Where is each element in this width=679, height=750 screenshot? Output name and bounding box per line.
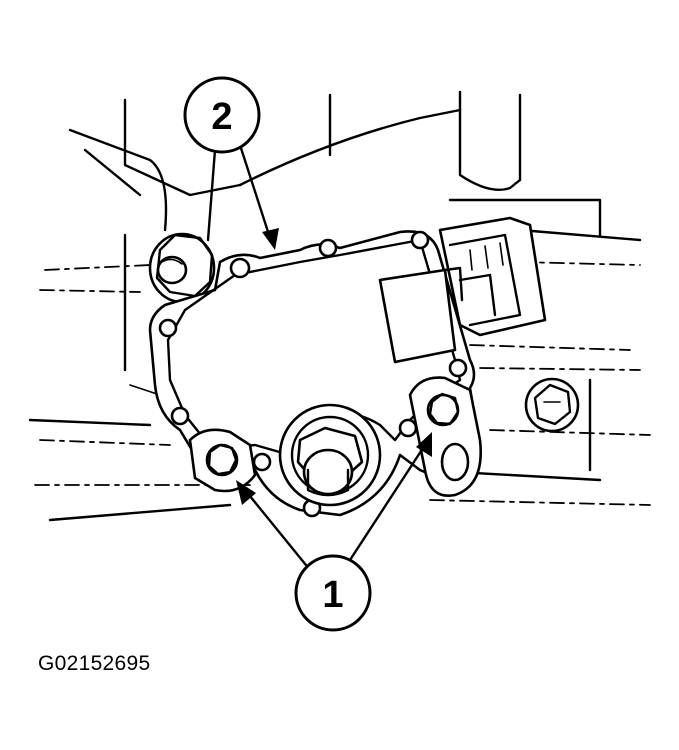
callout-leaders	[206, 143, 432, 572]
callout-2-label: 2	[211, 96, 232, 138]
callout-1-label: 1	[322, 574, 343, 616]
background-bolt	[524, 377, 580, 433]
lower-left-bolt	[188, 428, 257, 493]
transmission-case	[28, 90, 651, 522]
callout-1: 1	[294, 554, 372, 632]
electrical-connector	[378, 216, 547, 364]
manual-shaft	[278, 403, 382, 507]
right-bolt	[408, 376, 482, 497]
upper-left-bolt	[148, 232, 216, 304]
callout-2: 2	[183, 76, 261, 154]
figure-id: G02152695	[38, 652, 151, 675]
